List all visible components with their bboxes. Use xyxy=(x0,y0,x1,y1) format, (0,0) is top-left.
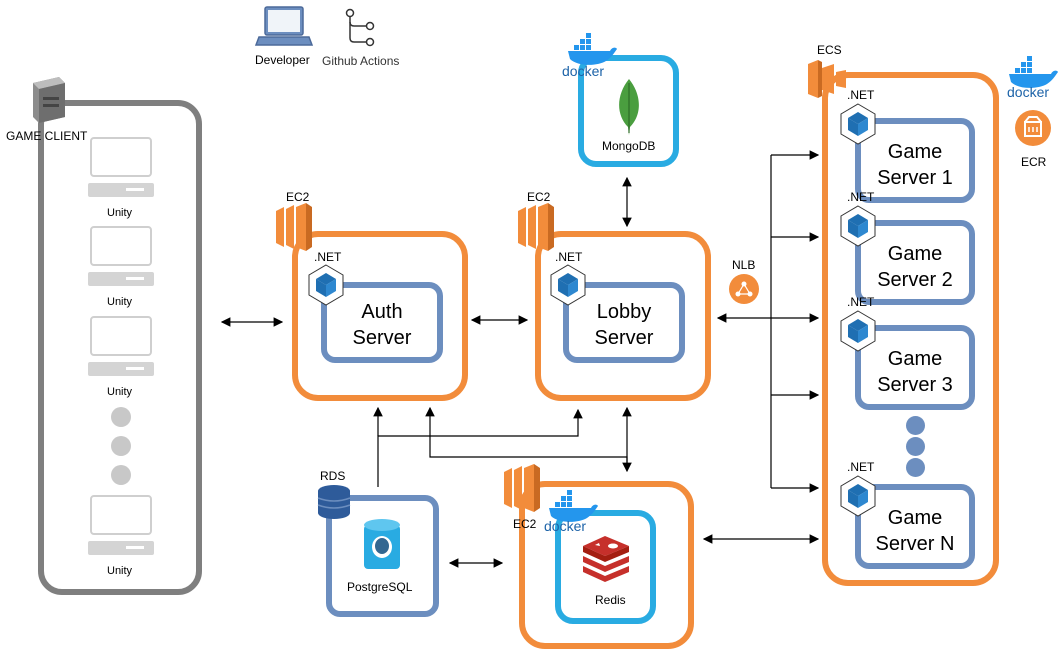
ecr-label: ECR xyxy=(1021,155,1047,169)
postgres-label: PostgreSQL xyxy=(347,580,413,594)
redis-label: Redis xyxy=(595,593,626,607)
game-client-container xyxy=(38,100,202,595)
lobby-server-box: Lobby Server xyxy=(563,282,685,363)
redis-icon xyxy=(583,536,629,582)
unity-computer-4: Unity xyxy=(88,495,154,580)
computer-icon xyxy=(88,226,154,286)
game-server-3-line2: Server 3 xyxy=(877,374,953,396)
game-server-3: Game Server 3 xyxy=(855,325,975,410)
redis-container: Redis xyxy=(555,510,656,624)
ellipsis-dot xyxy=(906,437,925,456)
game-server-1-line1: Game xyxy=(887,141,943,163)
ecs-container xyxy=(822,72,999,586)
auth-server-box: Auth Server xyxy=(321,282,443,363)
auth-server-line2: Server xyxy=(352,327,412,349)
git-branch-icon xyxy=(345,8,375,47)
redis-ec2-label: EC2 xyxy=(513,517,537,531)
rds-auth-lobby-line xyxy=(377,408,583,487)
auth-net-label: .NET xyxy=(314,250,342,264)
ellipsis-dot xyxy=(906,458,925,477)
game-client-label: GAME CLIENT xyxy=(6,129,88,143)
game-server-1-net-label: .NET xyxy=(847,88,875,102)
lobby-net-label: .NET xyxy=(555,250,583,264)
mongodb-label: MongoDB xyxy=(602,139,656,153)
computer-icon xyxy=(88,316,154,376)
ecs-docker-label: docker xyxy=(1007,84,1050,100)
ellipsis-dot xyxy=(111,436,131,456)
auth-ec2-label: EC2 xyxy=(286,190,310,204)
game-server-n-net-label: .NET xyxy=(847,460,875,474)
developer-label: Developer xyxy=(255,53,310,67)
mongodb-leaf-icon xyxy=(619,79,639,135)
auth-server-line1: Auth xyxy=(361,301,403,323)
laptop-icon xyxy=(254,6,314,46)
github-actions-label: Github Actions xyxy=(322,54,400,68)
game-server-2: Game Server 2 xyxy=(855,220,975,305)
game-server-3-net-label: .NET xyxy=(847,295,875,309)
game-server-2-line1: Game xyxy=(887,243,943,265)
unity-label: Unity xyxy=(107,207,133,219)
computer-icon xyxy=(88,495,154,555)
github-actions-group: Github Actions xyxy=(322,8,402,68)
unity-label: Unity xyxy=(107,386,133,398)
game-server-n-line1: Game xyxy=(887,507,943,529)
game-server-n-line2: Server N xyxy=(875,533,955,555)
unity-label: Unity xyxy=(107,296,133,308)
redis-ec2-container xyxy=(519,481,694,649)
game-server-1-line2: Server 1 xyxy=(877,167,953,189)
mongodb-container: MongoDB xyxy=(578,55,679,167)
auth-ec2-container xyxy=(292,231,468,401)
ellipsis-dot xyxy=(111,465,131,485)
ellipsis-dot xyxy=(906,416,925,435)
unity-computer-1: Unity xyxy=(88,137,154,222)
lobby-ec2-container xyxy=(535,231,711,401)
unity-label: Unity xyxy=(107,565,133,577)
game-server-n: Game Server N xyxy=(855,484,975,569)
game-server-2-net-label: .NET xyxy=(847,190,875,204)
unity-computer-2: Unity xyxy=(88,226,154,311)
mongodb-docker-label: docker xyxy=(562,63,605,79)
lobby-server-line1: Lobby xyxy=(596,301,652,323)
game-server-3-line1: Game xyxy=(887,348,943,370)
lobby-server-line2: Server xyxy=(594,327,654,349)
ecs-label: ECS xyxy=(817,43,842,57)
game-server-2-line2: Server 2 xyxy=(877,269,953,291)
computer-icon xyxy=(88,137,154,197)
redis-docker-label: docker xyxy=(544,518,587,534)
rds-label: RDS xyxy=(320,469,346,483)
redis-auth-line xyxy=(425,406,628,468)
nlb-label: NLB xyxy=(732,258,756,272)
unity-computer-3: Unity xyxy=(88,316,154,401)
ellipsis-dot xyxy=(111,407,131,427)
developer-group: Developer xyxy=(254,5,316,70)
postgres-container: PostgreSQL xyxy=(326,495,439,617)
lobby-ec2-label: EC2 xyxy=(527,190,551,204)
postgres-db-icon xyxy=(364,519,400,569)
